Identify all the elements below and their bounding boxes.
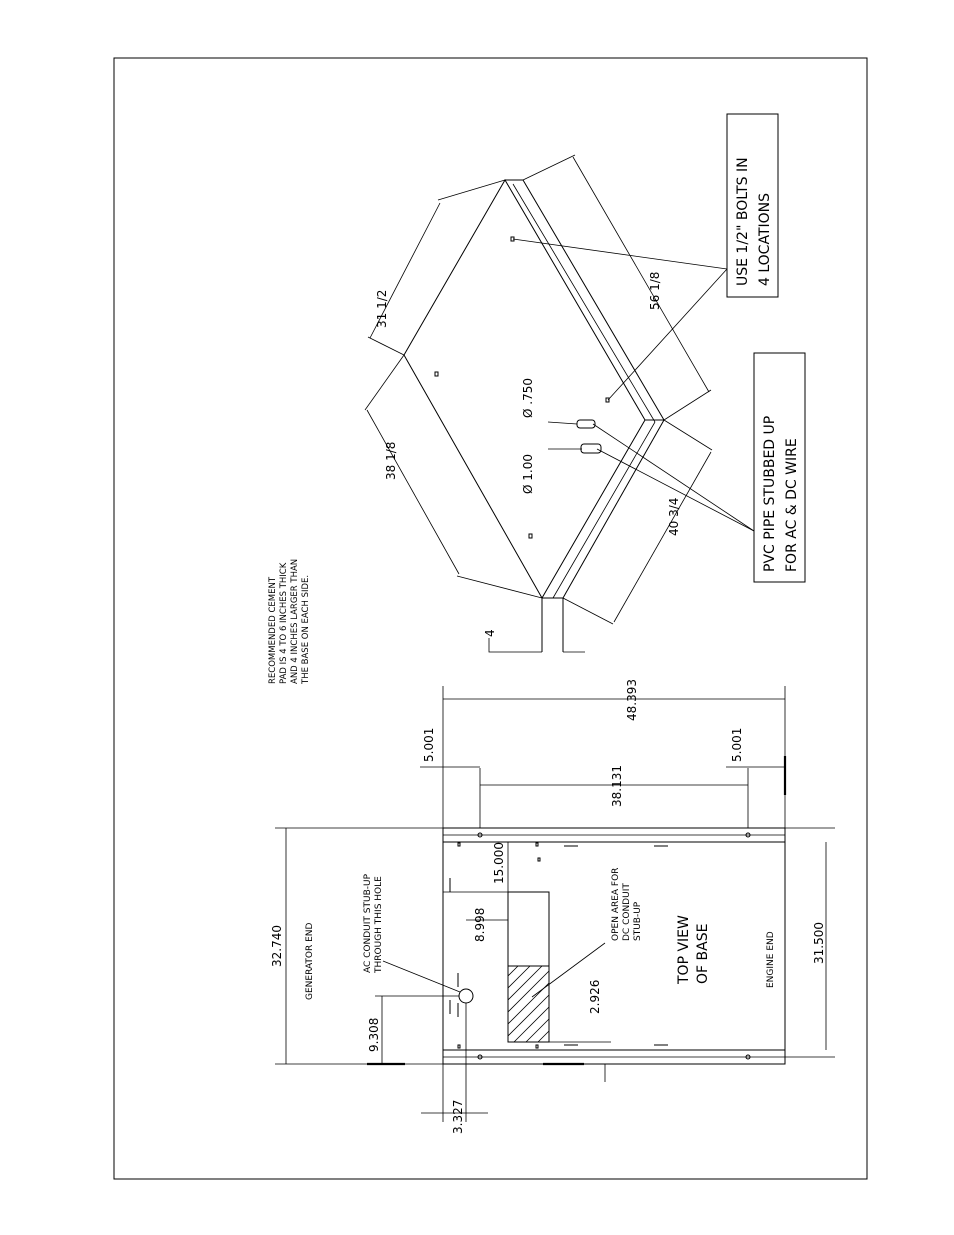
bolt-note-line1: USE 1/2" BOLTS IN [735, 157, 751, 286]
pvc-note-box [753, 352, 806, 583]
ac-conduit-note-line1: AC CONDUIT STUB-UP [363, 873, 373, 973]
cement-note-line1: RECOMMENDED CEMENT [268, 576, 278, 684]
top-view-title-line2: OF BASE [695, 924, 711, 984]
cement-note-line3: AND 4 INCHES LARGER THAN [290, 559, 300, 684]
cement-note-line2: PAD IS 4 TO 6 INCHES THICK [279, 562, 289, 684]
dim-5-001-right: 5.001 [730, 728, 744, 762]
cement-note-line4: THE BASE ON EACH SIDE. [301, 575, 311, 685]
dim-31-500: 31.500 [812, 922, 826, 964]
dc-conduit-note-line1: OPEN AREA FOR [611, 868, 621, 941]
isometric-base-view [364, 154, 755, 653]
pipe-100-label: Ø 1.00 [521, 454, 535, 494]
dim-32-740: 32.740 [270, 925, 284, 967]
top-view-dimensions [275, 686, 835, 1122]
dim-15-000: 15.000 [492, 842, 506, 884]
pvc-note-line2: FOR AC & DC WIRE [784, 438, 800, 572]
dim-9-308: 9.308 [367, 1018, 381, 1052]
drawing-border [113, 57, 868, 1180]
ac-conduit-hole [458, 988, 474, 1004]
dc-open-area-hatch [507, 965, 550, 1043]
dim-4: 4 [483, 629, 497, 637]
generator-end-label: GENERATOR END [305, 922, 315, 1000]
dc-conduit-note-line3: STUB-UP [633, 901, 643, 941]
pvc-note-line1: PVC PIPE STUBBED UP [762, 416, 778, 572]
dim-2-926: 2.926 [588, 980, 602, 1014]
dim-38-1-8: 38 1/8 [384, 442, 398, 480]
bolt-note-box [726, 113, 779, 298]
dim-48-393: 48.393 [625, 679, 639, 721]
ac-conduit-note-line2: THROUGH THIS HOLE [374, 876, 384, 974]
dim-8-998: 8.998 [473, 908, 487, 942]
dim-56-1-8: 56 1/8 [648, 272, 662, 310]
dim-5-001-left: 5.001 [422, 728, 436, 762]
bolt-note-line2: 4 LOCATIONS [757, 193, 773, 286]
dc-conduit-note-line2: DC CONDUIT [622, 883, 632, 941]
dim-40-3-4: 40 3/4 [667, 498, 681, 536]
dim-38-131: 38.131 [610, 765, 624, 807]
dim-3-327: 3.327 [451, 1100, 465, 1134]
dim-31-1-2: 31 1/2 [375, 290, 389, 328]
pipe-750-label: Ø .750 [521, 378, 535, 418]
top-view-title-line1: TOP VIEW [676, 915, 692, 985]
engine-end-label: ENGINE END [766, 931, 776, 988]
